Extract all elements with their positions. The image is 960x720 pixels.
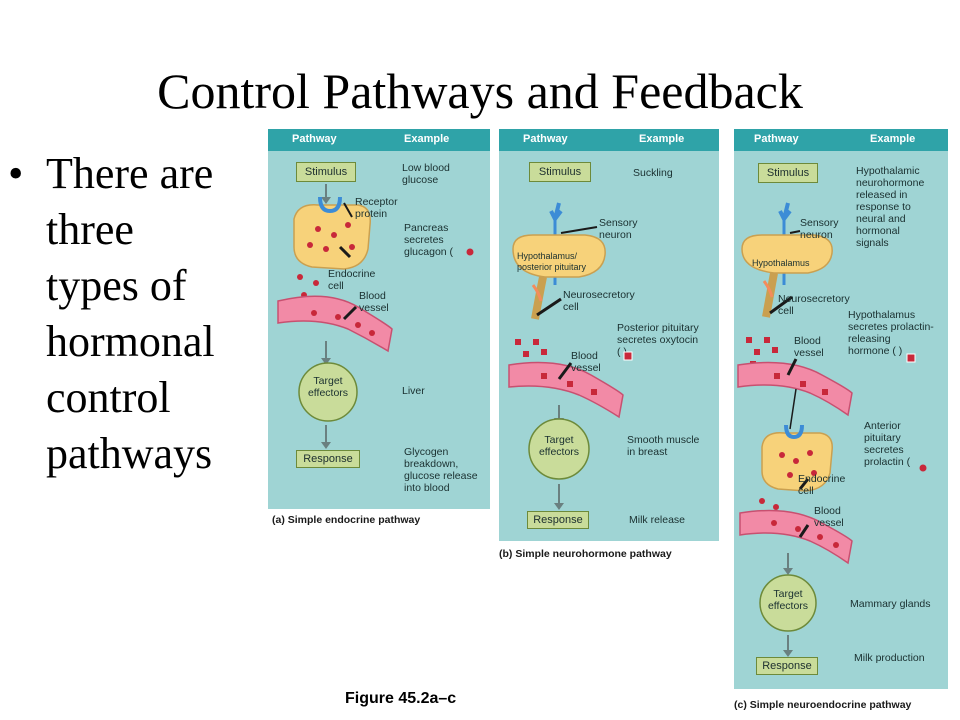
blood-vessel-label: Blood vessel — [359, 290, 389, 314]
prolactin-releasing-label: Hypothalamus secretes prolactin- releasi… — [848, 309, 934, 357]
flow-arrow — [554, 484, 564, 510]
stimulus-example: Hypothalamic neurohormone released in re… — [856, 165, 925, 249]
panel-header: Pathway Example — [734, 129, 948, 151]
receptor-protein-label: Receptor protein — [355, 196, 398, 220]
endocrine-cell-illustration — [277, 196, 393, 353]
bullet-dot: • — [8, 149, 24, 198]
blood-vessel-label: Blood vessel — [571, 350, 601, 374]
target-example: Liver — [402, 385, 425, 397]
caption-c: (c) Simple neuroendocrine pathway — [734, 699, 912, 711]
hormone-icon — [466, 248, 474, 256]
neurosecretory-illustration — [508, 202, 624, 419]
sensory-neuron-label: Sensory neuron — [599, 217, 638, 241]
panel-header: Pathway Example — [499, 129, 719, 151]
response-example: Milk production — [854, 652, 925, 664]
response-box: Response — [527, 511, 589, 529]
panel-header: Pathway Example — [268, 129, 490, 151]
flow-arrow — [321, 425, 331, 449]
target-example: Mammary glands — [850, 598, 931, 610]
target-effectors-label: Target effectors — [538, 434, 580, 458]
response-example: Milk release — [629, 514, 686, 526]
target-effectors-label: Target effectors — [767, 588, 809, 612]
endocrine-cell-label: Endocrine cell — [328, 268, 376, 292]
endocrine-cell-label: Endocrine cell — [798, 473, 846, 497]
flow-arrow — [783, 635, 793, 657]
header-example: Example — [870, 133, 916, 145]
stimulus-box: Stimulus — [758, 163, 818, 183]
slide-title: Control Pathways and Feedback — [157, 63, 803, 119]
target-effectors-circle — [298, 362, 358, 422]
flow-arrow — [321, 341, 331, 365]
target-effectors-label: Target effectors — [307, 375, 349, 399]
posterior-pituitary-label: Posterior pituitary secretes oxytocin ( … — [617, 322, 699, 358]
neuroendocrine-illustration — [737, 202, 853, 565]
blood-vessel-label: Blood vessel — [794, 335, 824, 359]
figure-caption: Figure 45.2a–c — [345, 690, 457, 707]
header-pathway: Pathway — [292, 133, 337, 145]
neurosecretory-label: Neurosecretory cell — [778, 293, 850, 317]
stimulus-example: Suckling — [633, 167, 673, 179]
bullet-lines: There are three types of hormonal contro… — [46, 146, 215, 482]
target-effectors-circle — [759, 574, 817, 632]
response-box: Response — [296, 450, 360, 468]
blood-vessel-label: Blood vessel — [814, 505, 844, 529]
response-example: Glycogen breakdown, glucose release into… — [404, 446, 478, 494]
stimulus-box: Stimulus — [296, 162, 356, 182]
hypothalamus-label: Hypothalamus/ posterior pituitary — [517, 251, 587, 272]
anterior-pituitary-label: Anterior pituitary secretes prolactin ( — [864, 420, 911, 468]
bullet-line: hormonal — [46, 317, 215, 366]
sensory-neuron-label: Sensory neuron — [800, 217, 839, 241]
bullet-line: pathways — [46, 429, 213, 478]
caption-b: (b) Simple neurohormone pathway — [499, 548, 672, 560]
flow-arrow — [321, 184, 331, 204]
bullet-line: types of — [46, 261, 187, 310]
response-box: Response — [756, 657, 818, 675]
pancreas-label: Pancreas secretes glucagon ( — [404, 222, 454, 258]
stimulus-box: Stimulus — [529, 162, 591, 182]
panel-simple-neurohormone: Pathway Example Stimulus Suckling Sensor… — [499, 129, 719, 541]
header-pathway: Pathway — [754, 133, 799, 145]
hypothalamus-label: Hypothalamus — [752, 258, 810, 268]
panel-simple-endocrine: Pathway Example Stimulus Low blood gluco… — [268, 129, 490, 509]
header-example: Example — [639, 133, 685, 145]
target-example: Smooth muscle in breast — [627, 434, 700, 458]
bullet-line: There are — [46, 149, 214, 198]
hormone-icon — [906, 353, 916, 363]
caption-a: (a) Simple endocrine pathway — [272, 514, 421, 526]
panel-simple-neuroendocrine: Pathway Example Stimulus Hypothalamic ne… — [734, 129, 948, 689]
stimulus-example: Low blood glucose — [402, 162, 450, 186]
hormone-icon — [919, 464, 927, 472]
target-effectors-circle — [528, 418, 590, 480]
header-pathway: Pathway — [523, 133, 568, 145]
neurosecretory-label: Neurosecretory cell — [563, 289, 635, 313]
header-example: Example — [404, 133, 450, 145]
flow-arrow — [783, 553, 793, 575]
hormone-icon — [623, 351, 633, 361]
bullet-line: three — [46, 205, 134, 254]
bullet-line: control — [46, 373, 171, 422]
